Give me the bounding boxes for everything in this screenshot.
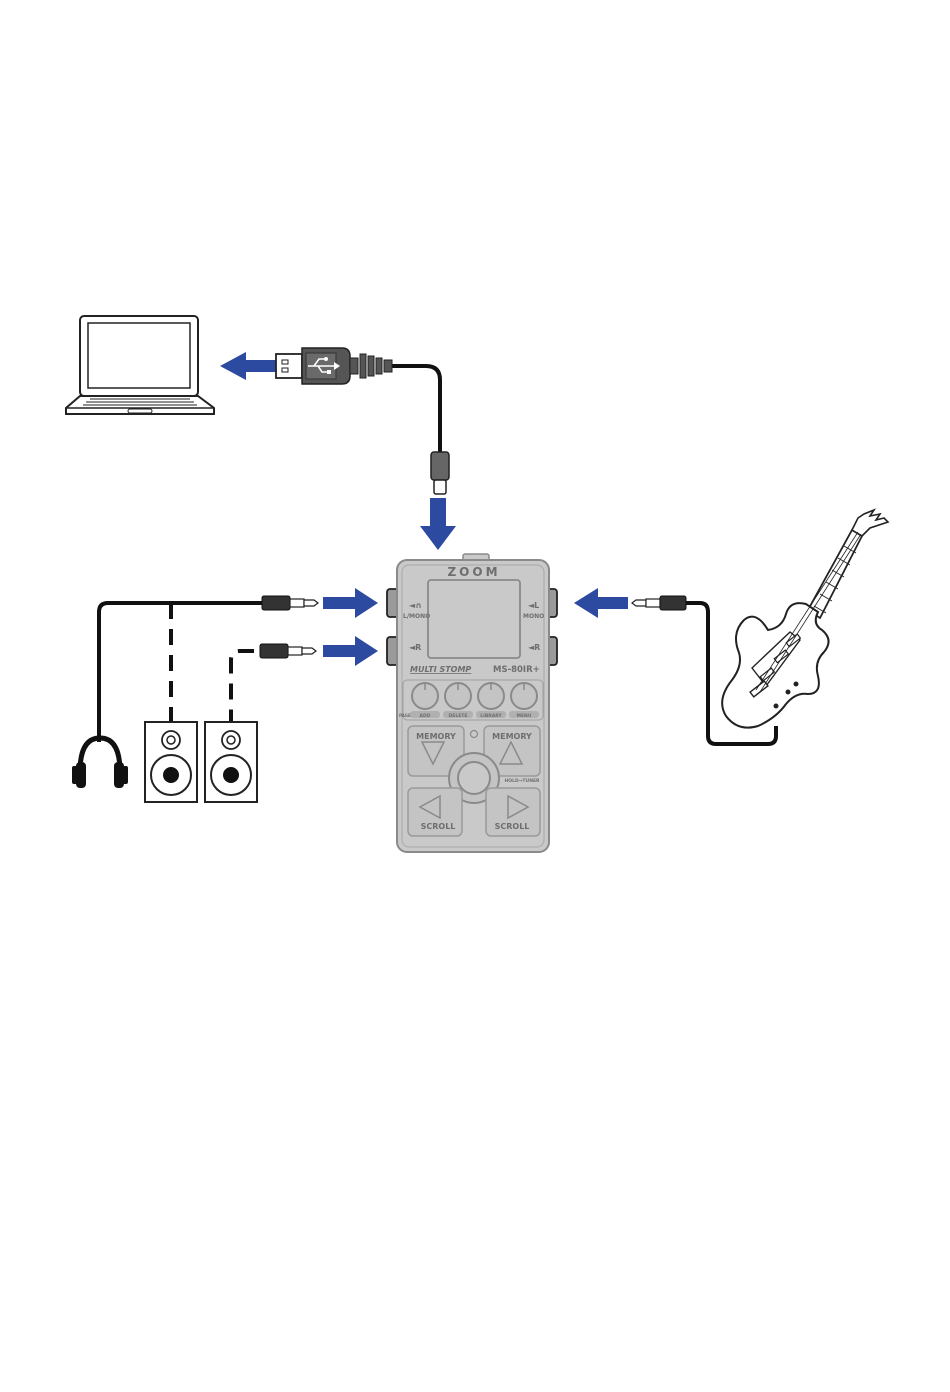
jack-label-left-bottom: ◄R bbox=[409, 643, 421, 652]
jack-plug-icon bbox=[632, 596, 686, 610]
knob-row-label: PAGE bbox=[399, 713, 411, 718]
speaker-icon bbox=[145, 722, 197, 802]
effects-pedal: ZOOM ◄∩ L/MONO ◄R ◄L MONO ◄R MULTI STOMP… bbox=[387, 554, 557, 852]
laptop-icon bbox=[66, 316, 214, 414]
arrow-usb-to-pedal bbox=[420, 498, 456, 550]
knob-3[interactable] bbox=[478, 683, 504, 709]
memory-down-label: MEMORY bbox=[416, 732, 456, 741]
scroll-right-label: SCROLL bbox=[495, 822, 530, 831]
arrow-headphone-out bbox=[323, 588, 378, 618]
knob-4[interactable] bbox=[511, 683, 537, 709]
knob-label-library: LIBRARY bbox=[480, 713, 502, 719]
model-label: MS-80IR+ bbox=[493, 665, 540, 675]
jack-label-left-top-sub: L/MONO bbox=[403, 613, 430, 620]
arrow-right-out bbox=[323, 636, 378, 666]
knob-label-menu: MENU bbox=[517, 713, 532, 719]
headphones-icon bbox=[72, 738, 128, 788]
arrow-to-laptop bbox=[220, 352, 276, 380]
arrow-guitar-in bbox=[574, 588, 628, 618]
display-screen bbox=[428, 580, 520, 658]
jack-label-right-top: ◄L bbox=[528, 601, 539, 610]
usb-c-plug-icon bbox=[431, 452, 449, 494]
usb-plug-icon bbox=[276, 348, 392, 384]
usb-cable bbox=[392, 366, 440, 454]
knob-2[interactable] bbox=[445, 683, 471, 709]
series-label: MULTI STOMP bbox=[410, 665, 471, 674]
jack-label-left-top: ◄∩ bbox=[409, 601, 422, 610]
speaker-icon bbox=[205, 722, 257, 802]
jack-label-right-top-sub: MONO bbox=[523, 613, 544, 620]
scroll-left-label: SCROLL bbox=[421, 822, 456, 831]
knob-1[interactable] bbox=[412, 683, 438, 709]
knob-label-add: ADD bbox=[420, 713, 431, 719]
jack-plug-icon bbox=[262, 596, 318, 610]
knob-label-delete: DELETE bbox=[449, 713, 468, 719]
brand-logo: ZOOM bbox=[447, 565, 500, 579]
center-footswitch-label: HOLD→TUNER bbox=[505, 778, 541, 784]
jack-plug-icon bbox=[260, 644, 316, 658]
guitar-icon bbox=[722, 510, 888, 728]
status-led bbox=[471, 731, 478, 738]
output-cable-right bbox=[231, 651, 254, 722]
jack-label-right-bottom: ◄R bbox=[528, 643, 540, 652]
memory-up-label: MEMORY bbox=[492, 732, 532, 741]
